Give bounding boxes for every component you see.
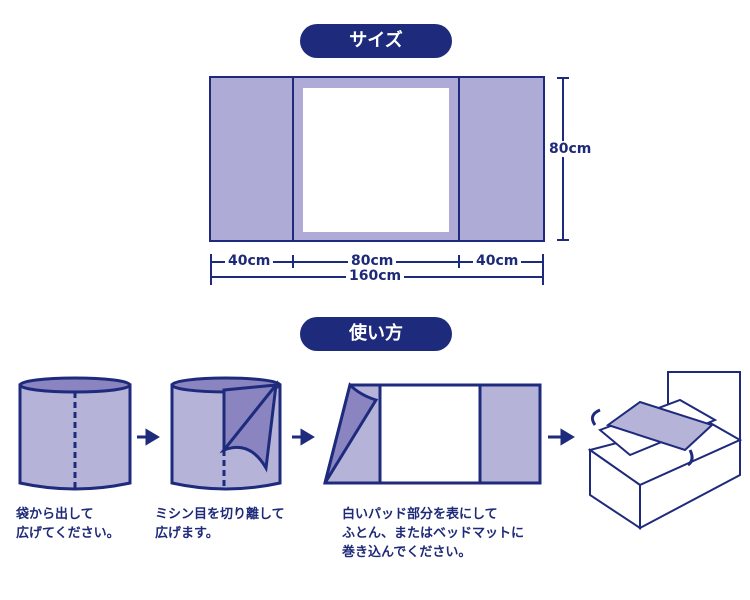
step1-line2: 広げてください。 [16, 526, 120, 541]
width-center-label: 80cm [348, 253, 397, 269]
step1-roll-icon [18, 376, 132, 491]
step3-unfolded-pad-icon [323, 382, 542, 485]
usage-section-title: 使い方 [300, 317, 452, 351]
step2-line2: 広げます。 [155, 526, 219, 541]
step3-line3: 巻き込んでください。 [342, 545, 472, 560]
width-right-label: 40cm [473, 253, 522, 269]
width-total-label: 160cm [346, 268, 405, 284]
height-label: 80cm [546, 141, 595, 157]
step4-bed-icon [587, 371, 743, 530]
step2-roll-icon [170, 376, 282, 491]
step2-text: ミシン目を切り離して 広げます。 [155, 505, 285, 543]
step3-text: 白いパッド部分を表にして ふとん、またはベッドマットに 巻き込んでください。 [342, 505, 524, 562]
step3-line1: 白いパッド部分を表にして [342, 507, 498, 522]
step1-line1: 袋から出して [16, 507, 94, 522]
step2-line1: ミシン目を切り離して [155, 507, 285, 522]
step1-text: 袋から出して 広げてください。 [16, 505, 120, 543]
arrow-icon [548, 428, 575, 446]
size-section-title: サイズ [300, 24, 452, 58]
arrow-icon [292, 428, 315, 446]
step3-line2: ふとん、またはベッドマットに [342, 526, 525, 541]
arrow-icon [137, 428, 160, 446]
pad-size-diagram [209, 76, 545, 242]
width-left-label: 40cm [225, 253, 274, 269]
